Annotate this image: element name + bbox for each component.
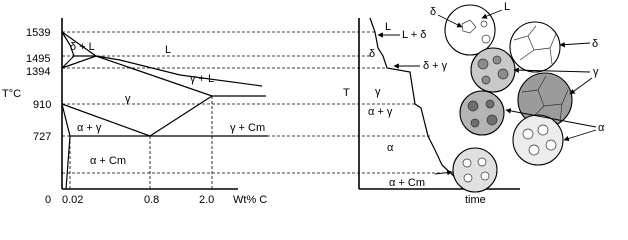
gamma-solidus [61,55,266,97]
micro-label-alpha: α [598,122,605,134]
region-gamma: γ [125,93,131,105]
micrograph-alpha-plus-gamma [459,90,505,136]
micro-label-delta-grains: δ [592,38,598,50]
region-liquid: L [165,44,171,56]
tick-1539: 1539 [26,27,50,39]
arrow-alpha-b [563,129,597,142]
stage-delta-plus-gamma: δ + γ [423,60,448,72]
region-alpha-plus-gamma: α + γ [77,122,102,134]
cooling-curve-line [369,17,469,183]
micro-label-delta-top: δ [430,6,436,18]
micrograph-gamma [517,72,573,128]
microstructures: δ L δ γ [430,1,605,193]
phase-diagram: T°C 1539 1495 1394 910 727 0 0.02 0.8 2.… [2,18,462,206]
tick-0-02: 0.02 [62,194,83,206]
ferrite-solvus [61,103,71,190]
region-delta-plus-liquid: δ + L [70,41,95,53]
stage-alpha-plus-cementite: α + Cm [389,177,425,189]
liquidus-upper [61,31,263,87]
tick-1495: 1495 [26,53,50,65]
tick-0: 0 [45,194,51,206]
cooling-curve-y-axis-label: T [343,87,350,99]
micrograph-alpha [512,114,564,166]
micrograph-alpha-plus-cementite [452,147,498,193]
tick-1394: 1394 [26,66,50,78]
micrograph-delta-in-liquid [444,4,496,56]
arrow-delta-grains [559,41,591,48]
phase-diagram-y-axis-label: T°C [2,88,21,100]
tick-910: 910 [33,99,51,111]
region-alpha-plus-cementite: α + Cm [90,155,126,167]
tick-0-8: 0.8 [144,194,159,206]
arrow-alpha-a [505,108,597,128]
micro-label-liquid: L [504,1,510,13]
region-gamma-plus-cementite: γ + Cm [230,122,265,134]
phase-diagram-x-axis-label: Wt% C [233,194,267,206]
micro-label-gamma: γ [593,66,599,78]
arrow-delta-top [437,14,463,28]
cooling-curve-x-axis-label: time [465,194,486,206]
stage-alpha: α [387,142,394,154]
cooling-curve: T time L L + δ δ δ + γ γ α + γ α α + Cm [343,17,520,206]
delta-gamma-boundary [61,55,75,69]
arrow-liquid [481,9,503,19]
region-gamma-plus-liquid: γ + L [190,73,214,85]
a3-line [61,103,151,137]
iron-carbon-figure: T°C 1539 1495 1394 910 727 0 0.02 0.8 2.… [2,1,605,206]
stage-delta: δ [369,48,375,60]
arrow-alpha-cementite [434,169,453,176]
tick-727: 727 [33,131,51,143]
stage-alpha-plus-gamma: α + γ [368,106,393,118]
stage-liquid: L [385,21,391,33]
tick-2-0: 2.0 [199,194,214,206]
micrograph-delta-grains [509,21,561,73]
acm-line [149,95,213,137]
stage-liquid-plus-delta: L + δ [402,29,426,41]
arrow-gamma-b [569,77,593,95]
stage-gamma: γ [375,86,381,98]
arrow-gamma-a [513,67,591,73]
micrograph-delta-plus-gamma [470,47,516,93]
